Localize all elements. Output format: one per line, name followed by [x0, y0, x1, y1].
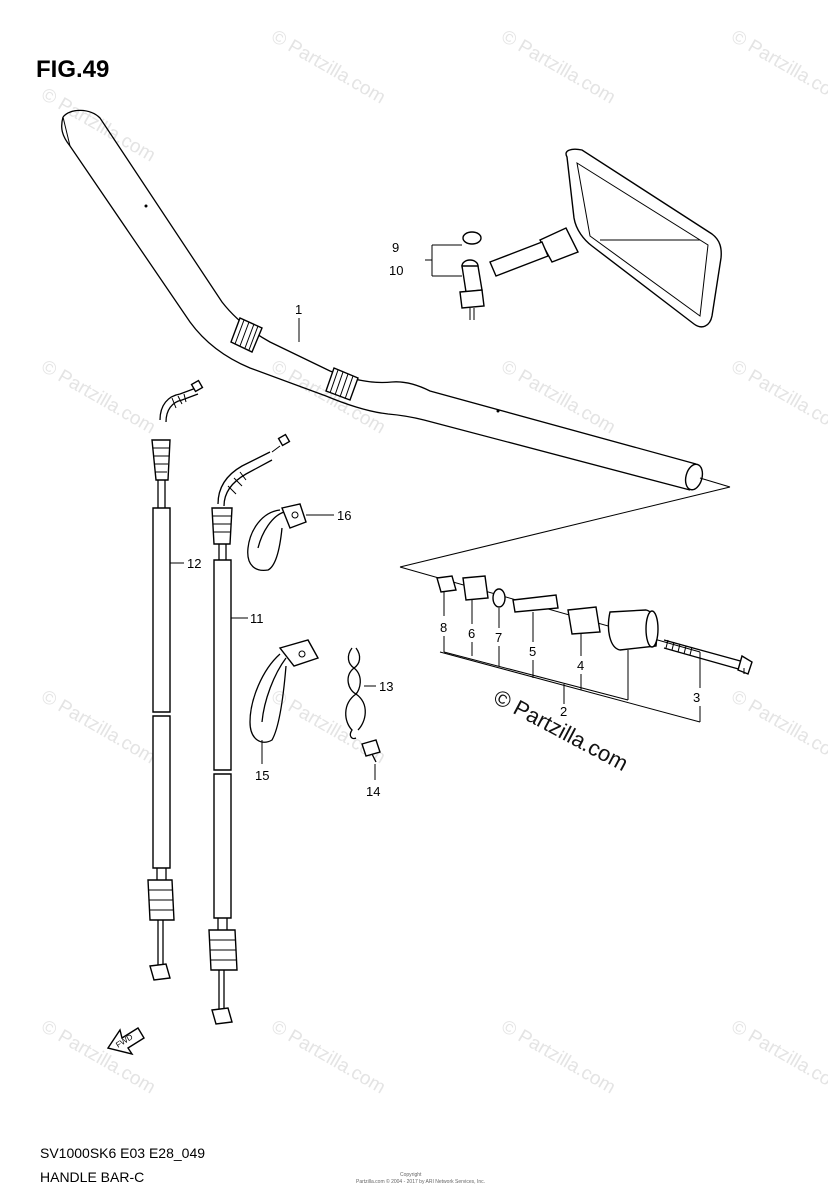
watermark: © Partzilla.com	[268, 686, 389, 768]
callout-13: 13	[379, 679, 393, 694]
leader-line	[425, 244, 462, 277]
leader-lines-bar-end	[439, 592, 745, 723]
callout-5: 5	[529, 644, 536, 659]
screw-14	[361, 739, 381, 763]
callout-14: 14	[366, 784, 380, 799]
watermark: © Partzilla.com	[498, 1016, 619, 1098]
callout-12: 12	[187, 556, 201, 571]
watermark: © Partzilla.com	[38, 686, 159, 768]
watermark: © Partzilla.com	[268, 1016, 389, 1098]
callout-2: 2	[560, 704, 567, 719]
callout-1: 1	[295, 302, 302, 317]
callout-15: 15	[255, 768, 269, 783]
callout-16: 16	[337, 508, 351, 523]
watermark: © Partzilla.com	[728, 356, 828, 438]
callout-8: 8	[440, 620, 447, 635]
watermark: © Partzilla.com	[498, 26, 619, 108]
watermark: © Partzilla.com	[728, 1016, 828, 1098]
mirror-assembly	[459, 148, 722, 328]
callout-7: 7	[495, 630, 502, 645]
clamp-16	[247, 503, 307, 572]
callout-6: 6	[468, 626, 475, 641]
figure-title: FIG.49	[36, 56, 109, 83]
callout-4: 4	[577, 658, 584, 673]
throttle-cable-11	[208, 433, 291, 1025]
handlebar	[61, 109, 704, 491]
callout-9: 9	[392, 240, 399, 255]
clip-13	[345, 647, 366, 740]
callout-3: 3	[693, 690, 700, 705]
model-code: SV1000SK6 E03 E28_049	[40, 1145, 205, 1161]
callout-10: 10	[389, 263, 403, 278]
callout-11: 11	[250, 611, 264, 626]
watermark: © Partzilla.com	[38, 356, 159, 438]
watermark: © Partzilla.com	[268, 26, 389, 108]
copyright-label: Copyright	[400, 1172, 422, 1178]
copyright-line: Partzilla.com © 2004 - 2017 by ARI Netwo…	[356, 1178, 485, 1185]
clamp-15	[249, 639, 320, 743]
watermark: © Partzilla.com	[728, 686, 828, 768]
watermark: © Partzilla.com	[38, 84, 159, 166]
watermark: © Partzilla.com	[728, 26, 828, 108]
bar-end-weight	[436, 575, 753, 675]
watermark: © Partzilla.com	[38, 1016, 159, 1098]
section-name: HANDLE BAR-C	[40, 1169, 144, 1185]
throttle-cable-12	[147, 379, 204, 981]
forward-direction-arrow: FWD	[106, 1027, 145, 1056]
